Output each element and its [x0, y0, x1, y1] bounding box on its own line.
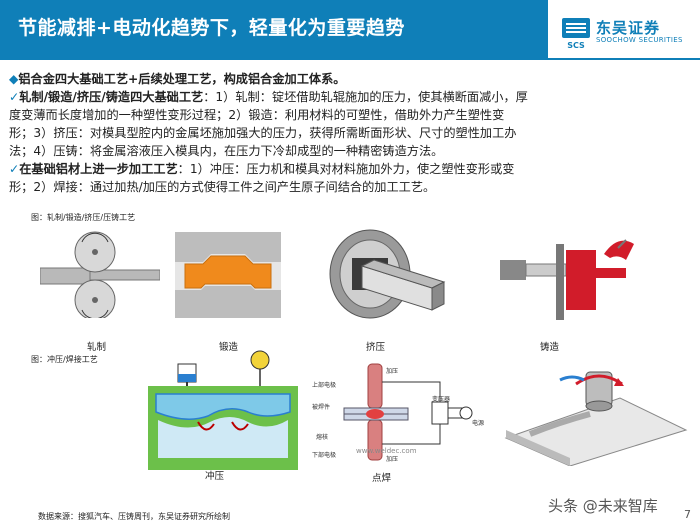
footer-source: 数据来源：搜狐汽车、压铸周刊，东吴证券研究所绘制: [38, 512, 230, 521]
check-bullet-icon: ✓: [9, 90, 20, 104]
body-text: ◆铝合金四大基础工艺+后续处理工艺，构成铝合金加工体系。 ✓轧制/锻造/挤压/铸…: [9, 70, 693, 196]
header-divider: [0, 58, 700, 60]
body-line-6: ✓在基础铝材上进一步加工工艺：1）冲压：压力机和模具对材料施加外力，使之塑性变形…: [9, 162, 515, 176]
body-line-2: ✓轧制/锻造/挤压/铸造四大基础工艺：1）轧制：锭坯借助轧辊施加的压力，使其横断…: [9, 90, 528, 104]
casting-illustration: [500, 239, 634, 320]
logo-mark-icon: SCS: [562, 18, 590, 50]
header-bar: 节能减排+电动化趋势下，轻量化为重要趋势: [0, 0, 548, 58]
extrusion-label: 挤压: [366, 342, 386, 353]
logo-cn: 东吴证券: [596, 19, 661, 37]
body-line-1: ◆铝合金四大基础工艺+后续处理工艺，构成铝合金加工体系。: [9, 72, 346, 86]
body-line-5: 法；4）压铸：将金属溶液压入模具内，在压力下冷却成型的一种精密铸造方法。: [9, 144, 444, 158]
figure2-caption: 图：冲压/焊接工艺: [31, 355, 98, 364]
figure1-caption: 图：轧制/锻造/挤压/压铸工艺: [31, 213, 136, 222]
body-line-7: 形；2）焊接：通过加热/加压的方式使得工件之间产生原子间结合的加工工艺。: [9, 180, 436, 194]
logo-en: SOOCHOW SECURITIES: [596, 36, 683, 44]
company-logo: SCS 东吴证券 SOOCHOW SECURITIES: [560, 16, 694, 50]
weld-label-workpiece: 被焊件: [312, 404, 331, 411]
page-title: 节能减排+电动化趋势下，轻量化为重要趋势: [18, 17, 405, 39]
weld-label-transformer: 变压器: [432, 396, 451, 403]
body-line-4: 形；3）挤压：对模具型腔内的金属坯施加强大的压力，获得所需断面形状、尺寸的塑性加…: [9, 126, 517, 140]
rolling-label: 轧制: [87, 342, 107, 353]
check-bullet-icon: ✓: [9, 162, 20, 176]
friction-weld-illustration: [504, 371, 688, 466]
spot-weld-label: 点焊: [372, 473, 392, 484]
weld-label-top-electrode: 上部电极: [312, 382, 337, 389]
page-number: 7: [684, 508, 691, 521]
weld-label-nugget: 熔核: [316, 434, 329, 441]
rolling-illustration: [40, 231, 160, 318]
extrusion-illustration: [329, 229, 446, 319]
casting-label: 铸造: [540, 342, 560, 353]
weld-label-pressure-bottom: 加压: [386, 456, 399, 463]
weld-label-bottom-electrode: 下部电极: [312, 452, 337, 459]
diamond-bullet-icon: ◆: [9, 72, 19, 86]
stamping-illustration: [148, 350, 298, 470]
logo-mark-text: SCS: [567, 41, 585, 50]
forging-illustration: [175, 232, 281, 318]
weld-label-pressure-top: 加压: [386, 368, 399, 375]
weld-label-power: 电源: [472, 420, 485, 427]
watermark: 头条 @未来智库: [548, 497, 658, 515]
body-line-3: 度变薄而长度增加的一种塑性变形过程；2）锻造：利用材料的可塑性，借助外力产生塑性…: [9, 108, 505, 122]
stamping-label: 冲压: [205, 471, 225, 482]
forging-label: 锻造: [219, 342, 239, 353]
weld-site-text: www.weldec.com: [356, 447, 417, 455]
spot-weld-illustration: [343, 363, 473, 461]
